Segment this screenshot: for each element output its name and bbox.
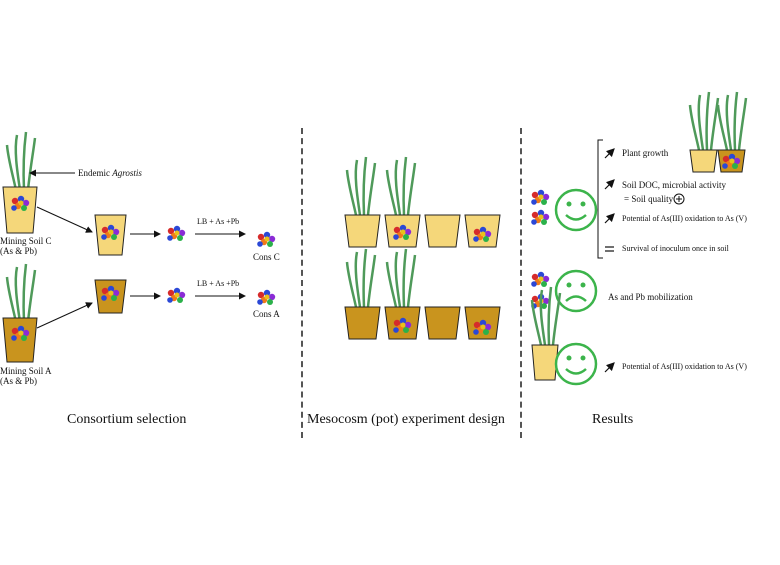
separator-right bbox=[520, 128, 522, 438]
cons-c-cluster bbox=[257, 231, 276, 247]
result-cluster-1b bbox=[531, 209, 550, 225]
pot-soil-c bbox=[2, 130, 38, 234]
plus-circle-icon bbox=[673, 193, 685, 205]
cons-a-cluster bbox=[257, 289, 276, 305]
result-oxidation: Potential of As(III) oxidation to As (V) bbox=[622, 214, 747, 223]
result-survival: Survival of inoculum once in soil bbox=[622, 244, 729, 253]
section-title-consortium: Consortium selection bbox=[67, 412, 187, 427]
pot-light-small bbox=[688, 90, 720, 173]
consortium-cluster-a1 bbox=[167, 287, 186, 303]
cons-c-label: Cons C bbox=[253, 252, 280, 262]
section-title-mesocosm: Mesocosm (pot) experiment design bbox=[307, 412, 505, 427]
separator-left bbox=[301, 128, 303, 438]
cons-a-label: Cons A bbox=[253, 309, 280, 319]
result-soil-doc: Soil DOC, microbial activity bbox=[622, 180, 726, 190]
increase-arrow-icon bbox=[604, 148, 615, 159]
increase-arrow-icon bbox=[604, 179, 615, 190]
section-title-results: Results bbox=[592, 412, 634, 427]
result-soil-quality: = Soil quality bbox=[624, 194, 674, 204]
increase-arrow-icon bbox=[604, 362, 615, 373]
result-oxidation-2: Potential of As(III) oxidation to As (V) bbox=[622, 362, 747, 371]
results-bracket bbox=[597, 139, 603, 259]
result-plant-growth: Plant growth bbox=[622, 148, 669, 158]
pot-dark-small bbox=[716, 90, 748, 173]
result-mobilization: As and Pb mobilization bbox=[608, 292, 693, 302]
pot-soil-a bbox=[2, 262, 38, 363]
result-cluster-2a bbox=[531, 271, 550, 287]
equal-sign-icon bbox=[605, 246, 614, 252]
arrow-label-c: LB + As +Pb bbox=[197, 217, 240, 226]
happy-face-icon bbox=[554, 342, 598, 386]
mesocosm-row-light bbox=[344, 155, 501, 248]
pot-soil-a-extract bbox=[94, 279, 127, 314]
pot-light-result bbox=[530, 285, 562, 381]
mesocosm-row-dark bbox=[344, 247, 501, 340]
arrow-label-a: LB + As +Pb bbox=[197, 279, 240, 288]
increase-arrow-icon bbox=[604, 213, 615, 224]
happy-face-icon bbox=[554, 188, 598, 232]
sad-face-icon bbox=[554, 269, 598, 313]
mining-soil-c-label: Mining Soil C (As & Pb) bbox=[0, 236, 52, 256]
result-cluster-1a bbox=[531, 189, 550, 205]
consortium-cluster-c1 bbox=[167, 225, 186, 241]
endemic-agrostis-label: Endemic Agrostis bbox=[78, 168, 142, 178]
pot-soil-c-extract bbox=[94, 214, 127, 256]
mining-soil-a-label: Mining Soil A (As & Pb) bbox=[0, 366, 52, 386]
